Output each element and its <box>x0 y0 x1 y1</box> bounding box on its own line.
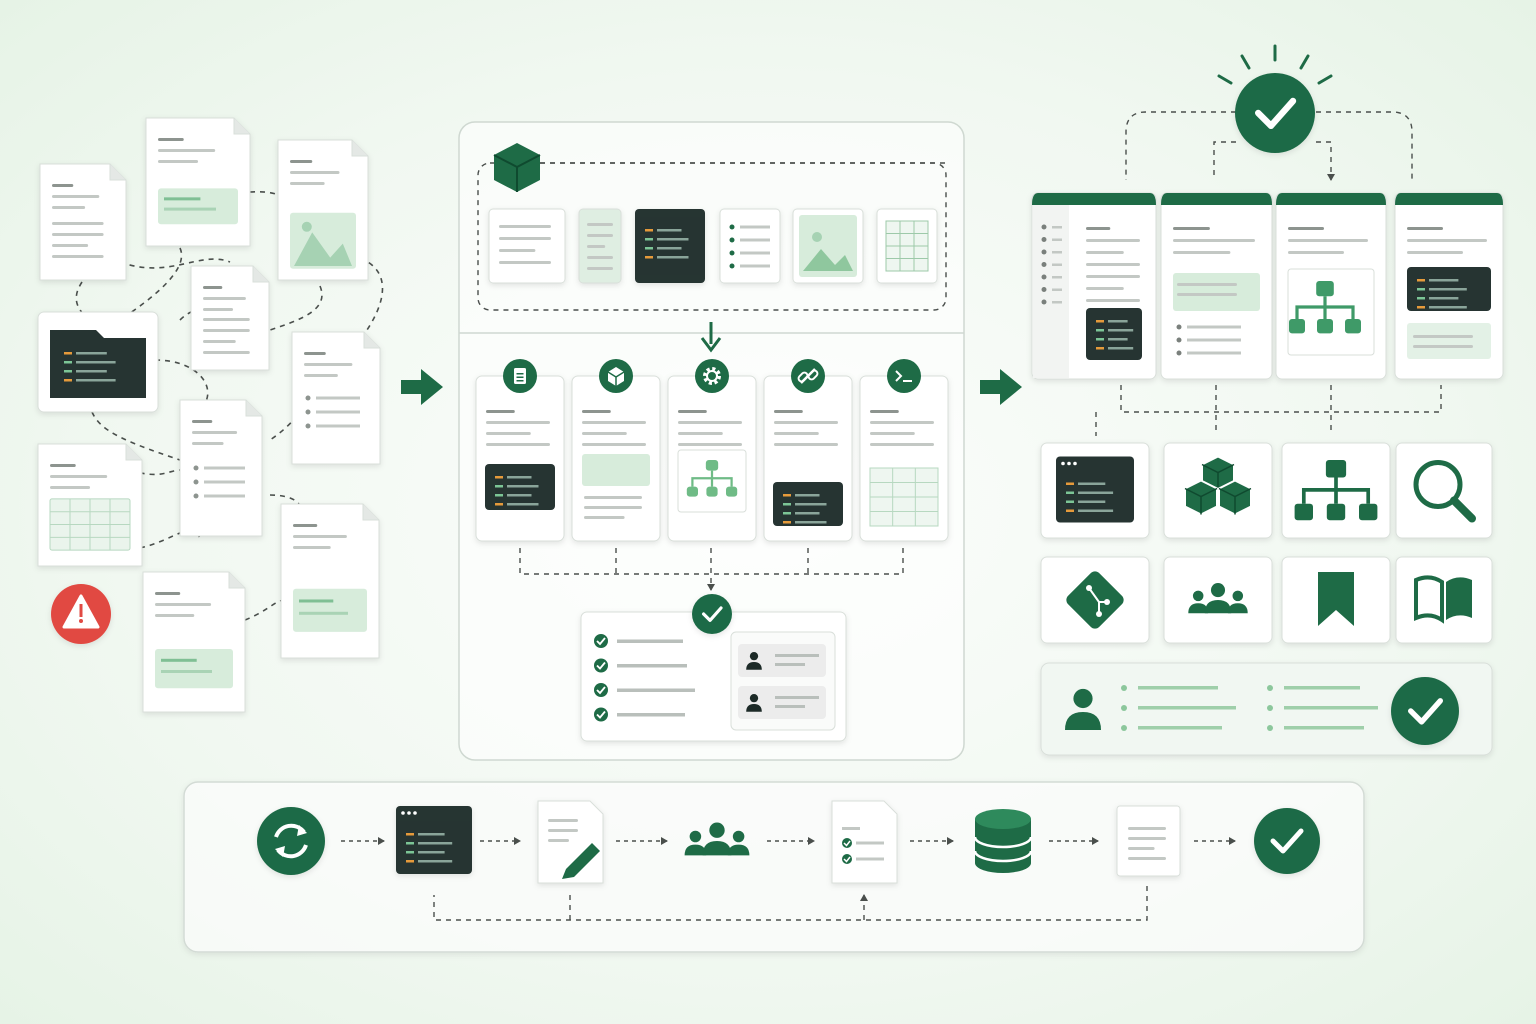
input-image-card <box>792 208 864 284</box>
check-row-icon <box>594 707 608 722</box>
code-window-icon <box>396 806 472 874</box>
terminal-icon <box>887 359 921 393</box>
output-diagram-page <box>1275 192 1387 380</box>
lifecycle-frame <box>183 781 1365 953</box>
source-doc-card <box>39 163 127 281</box>
output-docs-page <box>1031 192 1157 380</box>
reviewer-avatar <box>746 693 762 712</box>
input-text-doc-card <box>488 208 566 284</box>
owner-summary-bar <box>1040 662 1493 756</box>
input-terminal-card <box>635 209 705 283</box>
review-approved-icon <box>692 594 732 634</box>
box-icon <box>599 359 633 393</box>
lifecycle-step-7 <box>1116 805 1236 877</box>
hierarchy-icon <box>1294 460 1378 521</box>
lifecycle-step-1 <box>257 807 385 875</box>
document-icon <box>503 359 537 393</box>
code-window-icon <box>1056 456 1134 523</box>
reviewer-avatar <box>746 651 762 670</box>
lifecycle-step-8 <box>1254 808 1320 874</box>
published-output <box>1095 111 1442 436</box>
owner-verified-icon <box>1391 677 1459 745</box>
lifecycle-step-5 <box>831 800 954 884</box>
input-checklist-card <box>719 208 781 284</box>
lifecycle-step-4 <box>684 822 815 856</box>
step-card-2 <box>571 359 661 542</box>
lifecycle-step-6 <box>973 809 1099 873</box>
resource-tile[interactable] <box>1040 442 1150 539</box>
git-icon <box>1066 571 1124 629</box>
search-icon <box>1413 460 1476 523</box>
sync-icon <box>257 807 325 875</box>
resources-connectors <box>1095 385 1442 436</box>
book-icon <box>1414 575 1472 624</box>
code-folder-card <box>37 311 159 413</box>
source-doc-block-card <box>145 117 251 247</box>
source-doc-image-card <box>277 139 369 281</box>
database-icon <box>973 809 1033 873</box>
step-card-4 <box>763 359 853 542</box>
resource-tile[interactable] <box>1395 442 1493 539</box>
step-merge-connector <box>519 548 904 590</box>
resource-tile[interactable] <box>1163 442 1273 539</box>
box-icon <box>493 143 946 192</box>
check-row-icon <box>594 683 608 697</box>
check-row-icon <box>594 634 608 648</box>
step-card-5 <box>859 359 949 542</box>
review-panel <box>580 611 847 742</box>
source-doc-card <box>190 265 270 371</box>
cubes-icon <box>1184 455 1252 516</box>
resource-tile[interactable] <box>1281 556 1391 644</box>
resource-tile[interactable] <box>1281 442 1391 539</box>
source-doc-list-card <box>291 331 381 465</box>
lifecycle-loop <box>183 781 1365 953</box>
publish-burst <box>1217 44 1333 85</box>
resource-tile[interactable] <box>1040 556 1150 644</box>
input-code-snippet-card <box>578 208 622 284</box>
flow-arrow-to-output <box>980 369 1022 405</box>
output-api-page <box>1394 192 1504 380</box>
published-check-icon <box>1235 73 1315 153</box>
lifecycle-feedback-connector <box>433 886 1148 921</box>
document-icon <box>1116 805 1181 877</box>
input-table-card <box>876 208 938 284</box>
resource-tile[interactable] <box>1163 556 1273 644</box>
flow-arrow-to-hub <box>401 369 443 405</box>
resource-tile[interactable] <box>1395 556 1493 644</box>
lifecycle-step-2 <box>396 806 521 874</box>
user-icon <box>1065 688 1101 730</box>
step-card-3 <box>667 359 757 542</box>
source-doc-block-card <box>142 571 246 713</box>
publish-connectors <box>1125 111 1413 180</box>
warning-icon <box>51 584 111 644</box>
source-doc-list-card <box>179 399 263 537</box>
link-icon <box>791 359 825 393</box>
check-row-icon <box>594 658 608 673</box>
gear-icon <box>695 359 729 393</box>
team-icon <box>684 822 750 856</box>
step-card-1 <box>475 359 565 542</box>
source-doc-table-card <box>37 443 143 567</box>
bundle-to-steps-arrow <box>700 322 722 353</box>
check-icon <box>1254 808 1320 874</box>
bookmark-icon <box>1318 572 1354 626</box>
edit-document-icon <box>537 800 604 884</box>
lifecycle-step-3 <box>537 800 668 884</box>
output-guide-page <box>1160 192 1273 380</box>
checklist-icon <box>831 800 898 884</box>
source-doc-block-card <box>280 503 380 659</box>
team-icon <box>1188 583 1248 614</box>
